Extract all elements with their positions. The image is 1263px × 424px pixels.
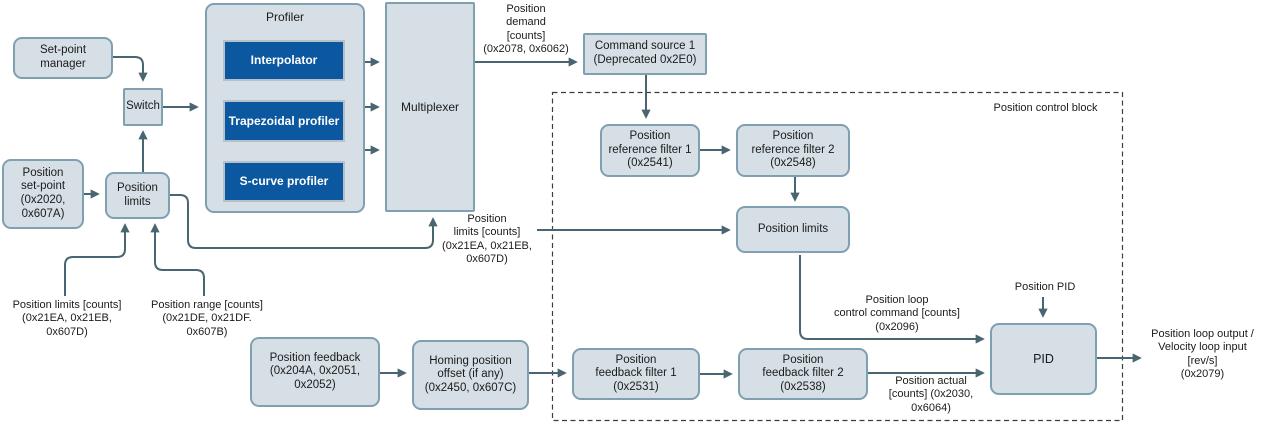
position-range-counts-label: Position range [counts] (0x21DE, 0x21DF.… xyxy=(151,299,263,338)
position-feedback-filter-2-box: Position feedback filter 2 (0x2538) xyxy=(738,348,868,400)
position-control-block-border xyxy=(551,91,1124,422)
set-point-manager-box: Set-point manager xyxy=(13,37,113,79)
position-set-point-box: Position set-point (0x2020, 0x607A) xyxy=(2,159,84,229)
position-actual-label: Position actual [counts] (0x2030, 0x6064… xyxy=(888,375,974,414)
s-curve-profiler-box: S-curve profiler xyxy=(223,161,345,202)
position-reference-filter-2-box: Position reference filter 2 (0x2548) xyxy=(736,124,850,177)
interpolator-box: Interpolator xyxy=(223,40,345,81)
wire-spm-switch xyxy=(113,56,148,82)
position-pid-label: Position PID xyxy=(1014,281,1076,293)
position-limits-box: Position limits xyxy=(105,172,170,219)
wire-limits-multiplexer xyxy=(170,194,438,249)
profiler-title: Profiler xyxy=(265,10,304,24)
position-feedback-filter-1-box: Position feedback filter 1 (0x2531) xyxy=(572,348,700,400)
position-control-block-label: Position control block xyxy=(993,102,1098,114)
homing-position-offset-box: Homing position offset (if any) (0x2450,… xyxy=(412,340,529,410)
position-limits-counts-bottom-label: Position limits [counts] (0x21EA, 0x21EB… xyxy=(12,299,122,338)
position-loop-control-command-label: Position loop control command [counts] (… xyxy=(834,294,960,333)
position-limits-counts-mid-label: Position limits [counts] (0x21EA, 0x21EB… xyxy=(442,213,532,266)
command-source-box: Command source 1 (Deprecated 0x2E0) xyxy=(583,33,707,75)
position-feedback-box: Position feedback (0x204A, 0x2051, 0x205… xyxy=(250,337,380,407)
position-reference-filter-1-box: Position reference filter 1 (0x2541) xyxy=(600,124,700,177)
trapezoidal-profiler-box: Trapezoidal profiler xyxy=(223,100,345,142)
pid-box: PID xyxy=(990,323,1097,395)
position-loop-output-label: Position loop output / Velocity loop inp… xyxy=(1151,328,1254,381)
position-limits-inner-box: Position limits xyxy=(736,206,850,253)
multiplexer-box: Multiplexer xyxy=(385,2,475,212)
wire-range-limits xyxy=(150,223,205,296)
wire-limitscounts-limits xyxy=(64,223,130,296)
wire-innerlimits-pid xyxy=(799,255,985,344)
position-demand-label: Position demand [counts] (0x2078, 0x6062… xyxy=(483,3,569,56)
switch-box: Switch xyxy=(123,88,163,126)
